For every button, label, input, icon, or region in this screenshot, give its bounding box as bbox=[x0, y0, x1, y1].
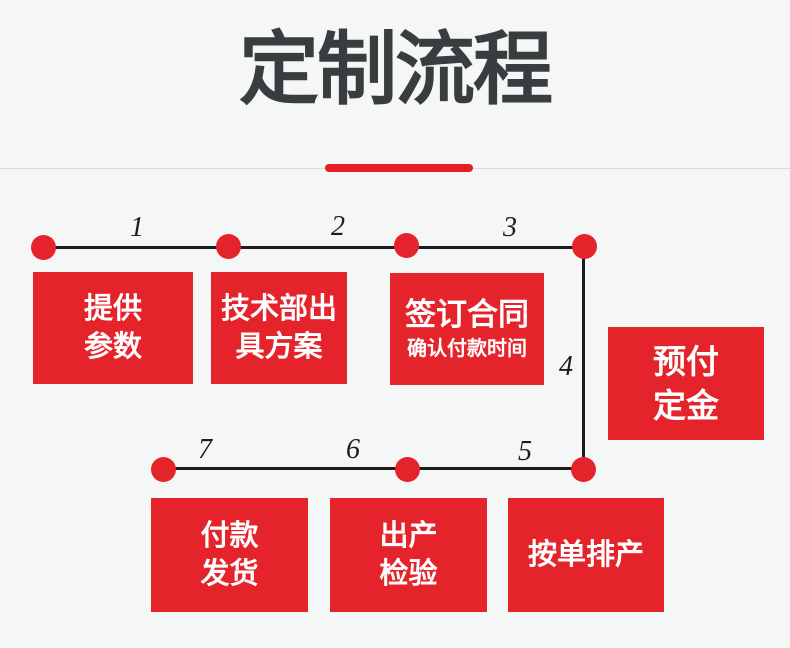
connector-line-vertical bbox=[582, 246, 585, 470]
step-box-label-line: 发货 bbox=[200, 558, 259, 590]
step-box-label-line: 参数 bbox=[83, 331, 142, 363]
step-box-technical-plan: 技术部出 具方案 bbox=[211, 272, 347, 384]
step-number-7: 7 bbox=[198, 434, 212, 465]
step-box-label-line: 具方案 bbox=[235, 331, 323, 363]
step-box-provide-params: 提供 参数 bbox=[33, 272, 193, 384]
step-box-label-line: 定金 bbox=[653, 386, 719, 424]
step-box-label-line: 付款 bbox=[200, 520, 259, 552]
step-box-label-line: 预付 bbox=[653, 342, 719, 380]
step-box-schedule-production: 按单排产 bbox=[508, 498, 664, 612]
node-dot-1 bbox=[31, 235, 56, 260]
page-title: 定制流程 bbox=[239, 25, 553, 114]
step-number-6: 6 bbox=[346, 434, 360, 465]
node-dot-4 bbox=[572, 234, 597, 259]
step-box-label-line: 提供 bbox=[83, 293, 142, 325]
step-box-label-line: 检验 bbox=[379, 558, 438, 590]
node-dot-3 bbox=[394, 233, 419, 258]
step-box-label-line: 按单排产 bbox=[527, 539, 644, 571]
step-number-3: 3 bbox=[503, 212, 517, 243]
node-dot-2 bbox=[216, 234, 241, 259]
node-dot-7 bbox=[151, 457, 176, 482]
step-box-payment-shipping: 付款 发货 bbox=[151, 498, 308, 612]
node-dot-6 bbox=[395, 457, 420, 482]
step-box-production-inspection: 出产 检验 bbox=[330, 498, 487, 612]
connector-line-top bbox=[43, 246, 584, 249]
node-dot-5 bbox=[571, 457, 596, 482]
step-box-prepay-deposit: 预付 定金 bbox=[608, 327, 764, 440]
step-box-label-line: 技术部出 bbox=[220, 293, 337, 325]
title-underline-bar bbox=[325, 164, 473, 172]
step-box-label-line: 签订合同 bbox=[405, 297, 529, 332]
step-box-sign-contract: 签订合同 确认付款时间 bbox=[390, 273, 544, 385]
step-box-sublabel-line: 确认付款时间 bbox=[407, 338, 527, 360]
step-number-1: 1 bbox=[130, 212, 144, 243]
step-box-label-line: 出产 bbox=[379, 520, 438, 552]
step-number-5: 5 bbox=[518, 436, 532, 467]
connector-line-bottom bbox=[163, 467, 584, 470]
step-number-2: 2 bbox=[331, 211, 345, 242]
step-number-4: 4 bbox=[559, 351, 573, 382]
